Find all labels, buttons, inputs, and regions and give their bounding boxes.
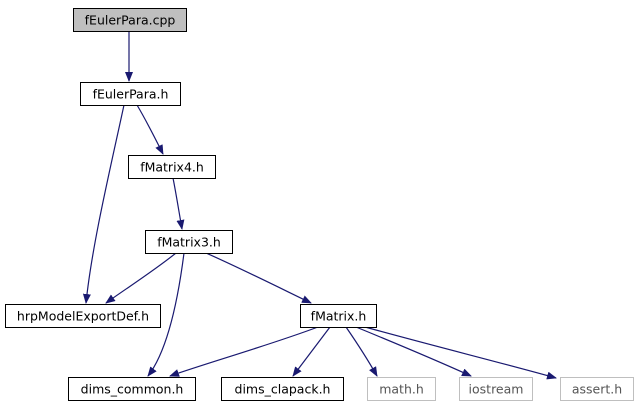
edge-feulerpara-h-to-fmatrix4-h (136, 104, 164, 155)
node-fmatrix3-h[interactable]: fMatrix3.h (145, 230, 233, 254)
edge-fmatrix3-h-to-hrpmodelexportdef-h (105, 252, 177, 304)
node-label-fmatrix3-h: fMatrix3.h (157, 235, 221, 250)
node-box-fmatrix-h (300, 304, 377, 328)
node-label-assert-h: assert.h (572, 382, 622, 397)
node-label-fmatrix4-h: fMatrix4.h (140, 160, 204, 175)
node-math-h[interactable]: math.h (367, 377, 436, 401)
node-assert-h[interactable]: assert.h (560, 377, 634, 401)
node-feulerpara-cpp[interactable]: fEulerPara.cpp (73, 8, 187, 32)
edge-fmatrix3-h-to-fmatrix-h (205, 252, 312, 304)
node-hrpmodelexportdef-h[interactable]: hrpModelExportDef.h (5, 304, 161, 328)
edge-fmatrix-h-to-dims-clapack-h (292, 326, 331, 377)
edge-fmatrix-h-to-assert-h (364, 326, 557, 380)
node-box-assert-h (560, 377, 634, 401)
edge-feulerpara-h-to-hrpmodelexportdef-h (82, 104, 125, 304)
node-fmatrix4-h[interactable]: fMatrix4.h (128, 155, 216, 179)
edge-fmatrix-h-to-iostream (355, 326, 472, 377)
node-box-math-h (367, 377, 436, 401)
edges-layer (82, 31, 557, 380)
node-label-math-h: math.h (379, 382, 424, 397)
edge-fmatrix-h-to-dims-common-h (169, 326, 319, 377)
node-box-iostream (459, 377, 533, 401)
node-label-feulerpara-h: fEulerPara.h (93, 87, 169, 102)
nodes-layer: fEulerPara.cpp fEulerPara.h fMatrix4.h fMat… (5, 8, 634, 401)
node-box-fmatrix4-h (128, 155, 216, 179)
node-box-fmatrix3-h (145, 230, 233, 254)
node-feulerpara-h[interactable]: fEulerPara.h (80, 82, 181, 106)
node-fmatrix-h[interactable]: fMatrix.h (300, 304, 377, 328)
node-box-feulerpara-h (80, 82, 181, 106)
node-label-hrpmodelexportdef-h: hrpModelExportDef.h (17, 309, 149, 324)
edge-fmatrix4-h-to-fmatrix3-h (172, 177, 185, 230)
node-label-iostream: iostream (469, 382, 524, 397)
edge-fmatrix3-h-to-dims-common-h (147, 252, 185, 377)
node-box-hrpmodelexportdef-h (5, 304, 161, 328)
node-label-feulerpara-cpp: fEulerPara.cpp (85, 13, 176, 28)
node-label-fmatrix-h: fMatrix.h (311, 309, 367, 324)
node-dims-common-h[interactable]: dims_common.h (68, 377, 196, 401)
node-dims-clapack-h[interactable]: dims_clapack.h (221, 377, 344, 401)
node-box-feulerpara-cpp (73, 8, 187, 32)
node-box-dims-clapack-h (221, 377, 344, 401)
edge-fmatrix-h-to-math-h (345, 326, 378, 377)
node-box-dims-common-h (68, 377, 196, 401)
node-label-dims-clapack-h: dims_clapack.h (235, 382, 331, 397)
node-iostream[interactable]: iostream (459, 377, 533, 401)
node-label-dims-common-h: dims_common.h (81, 382, 184, 397)
